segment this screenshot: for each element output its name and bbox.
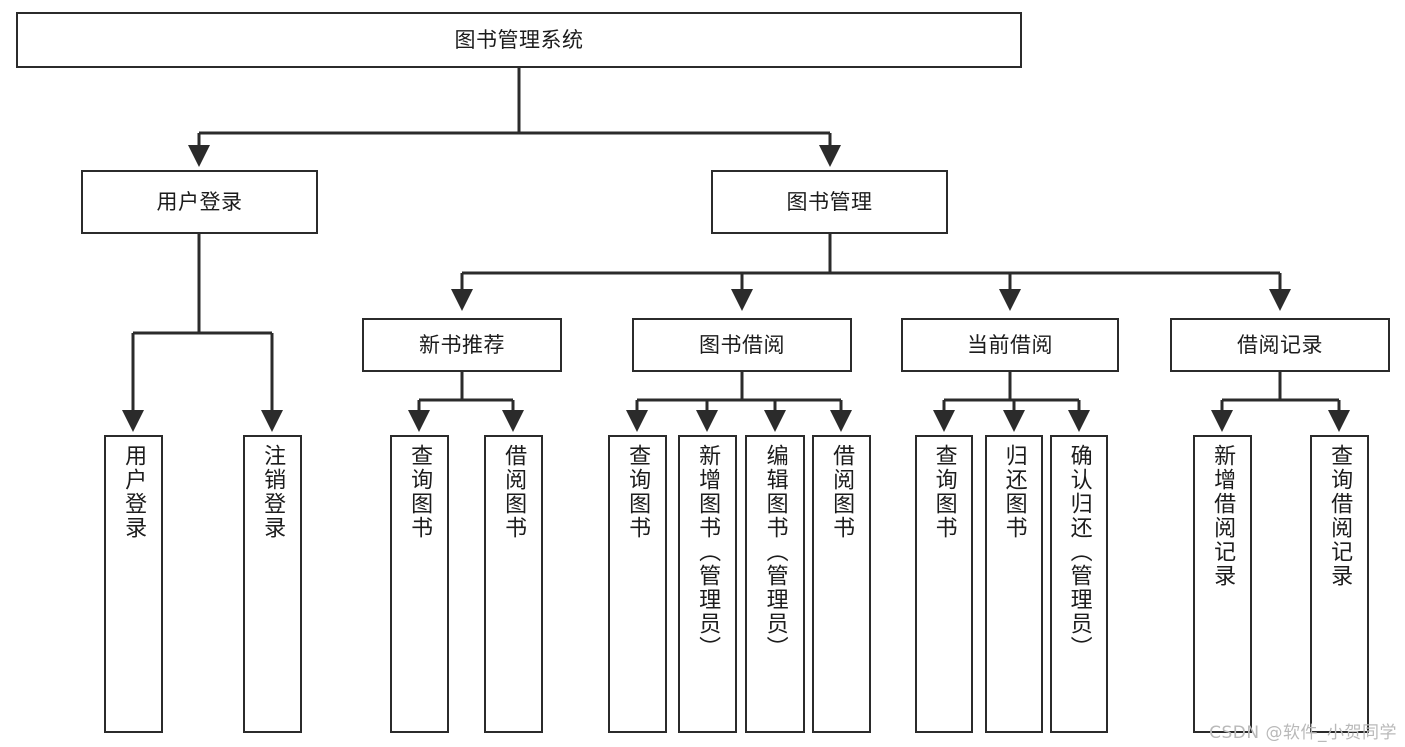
node-leaf-borrow-record-add[interactable]: 新增借阅记录 bbox=[1193, 435, 1252, 733]
node-leaf-label: 新增图书（管理员） bbox=[695, 444, 721, 660]
node-leaf-label: 查询图书 bbox=[407, 444, 433, 540]
watermark: CSDN @软件_小贺同学 bbox=[1209, 723, 1397, 743]
node-leaf-label: 查询借阅记录 bbox=[1327, 444, 1353, 588]
node-root[interactable]: 图书管理系统 bbox=[16, 12, 1022, 68]
node-leaf-label: 确认归还（管理员） bbox=[1066, 444, 1092, 660]
node-current-borrow[interactable]: 当前借阅 bbox=[901, 318, 1119, 372]
node-leaf-label: 查询图书 bbox=[931, 444, 957, 540]
node-leaf-label: 注销登录 bbox=[260, 444, 286, 540]
node-leaf-user-login-login[interactable]: 用户登录 bbox=[104, 435, 163, 733]
node-current-borrow-label: 当前借阅 bbox=[967, 332, 1053, 357]
node-user-login-label: 用户登录 bbox=[156, 189, 243, 214]
node-leaf-book-borrow-query[interactable]: 查询图书 bbox=[608, 435, 667, 733]
node-leaf-borrow-record-query[interactable]: 查询借阅记录 bbox=[1310, 435, 1369, 733]
node-leaf-label: 用户登录 bbox=[121, 444, 147, 540]
node-book-borrow-label: 图书借阅 bbox=[699, 332, 785, 357]
node-leaf-book-borrow-add[interactable]: 新增图书（管理员） bbox=[678, 435, 737, 733]
node-user-login[interactable]: 用户登录 bbox=[81, 170, 318, 234]
node-leaf-book-borrow-borrow[interactable]: 借阅图书 bbox=[812, 435, 871, 733]
node-borrow-record[interactable]: 借阅记录 bbox=[1170, 318, 1390, 372]
node-leaf-label: 编辑图书（管理员） bbox=[762, 444, 788, 660]
node-leaf-label: 借阅图书 bbox=[501, 444, 527, 540]
node-borrow-record-label: 借阅记录 bbox=[1237, 332, 1323, 357]
node-book-borrow[interactable]: 图书借阅 bbox=[632, 318, 852, 372]
node-book-manage[interactable]: 图书管理 bbox=[711, 170, 948, 234]
node-leaf-current-borrow-query[interactable]: 查询图书 bbox=[915, 435, 973, 733]
node-root-label: 图书管理系统 bbox=[454, 27, 584, 52]
node-leaf-label: 查询图书 bbox=[625, 444, 651, 540]
node-leaf-current-borrow-confirm[interactable]: 确认归还（管理员） bbox=[1050, 435, 1108, 733]
node-leaf-current-borrow-return[interactable]: 归还图书 bbox=[985, 435, 1043, 733]
node-leaf-label: 归还图书 bbox=[1001, 444, 1027, 540]
node-leaf-book-borrow-edit[interactable]: 编辑图书（管理员） bbox=[745, 435, 805, 733]
node-leaf-label: 借阅图书 bbox=[829, 444, 855, 540]
node-leaf-user-login-logout[interactable]: 注销登录 bbox=[243, 435, 302, 733]
node-leaf-label: 新增借阅记录 bbox=[1210, 444, 1236, 588]
node-leaf-new-book-borrow[interactable]: 借阅图书 bbox=[484, 435, 543, 733]
node-new-book-recommend[interactable]: 新书推荐 bbox=[362, 318, 562, 372]
node-book-manage-label: 图书管理 bbox=[786, 189, 873, 214]
node-new-book-recommend-label: 新书推荐 bbox=[419, 332, 505, 357]
node-leaf-new-book-query[interactable]: 查询图书 bbox=[390, 435, 449, 733]
